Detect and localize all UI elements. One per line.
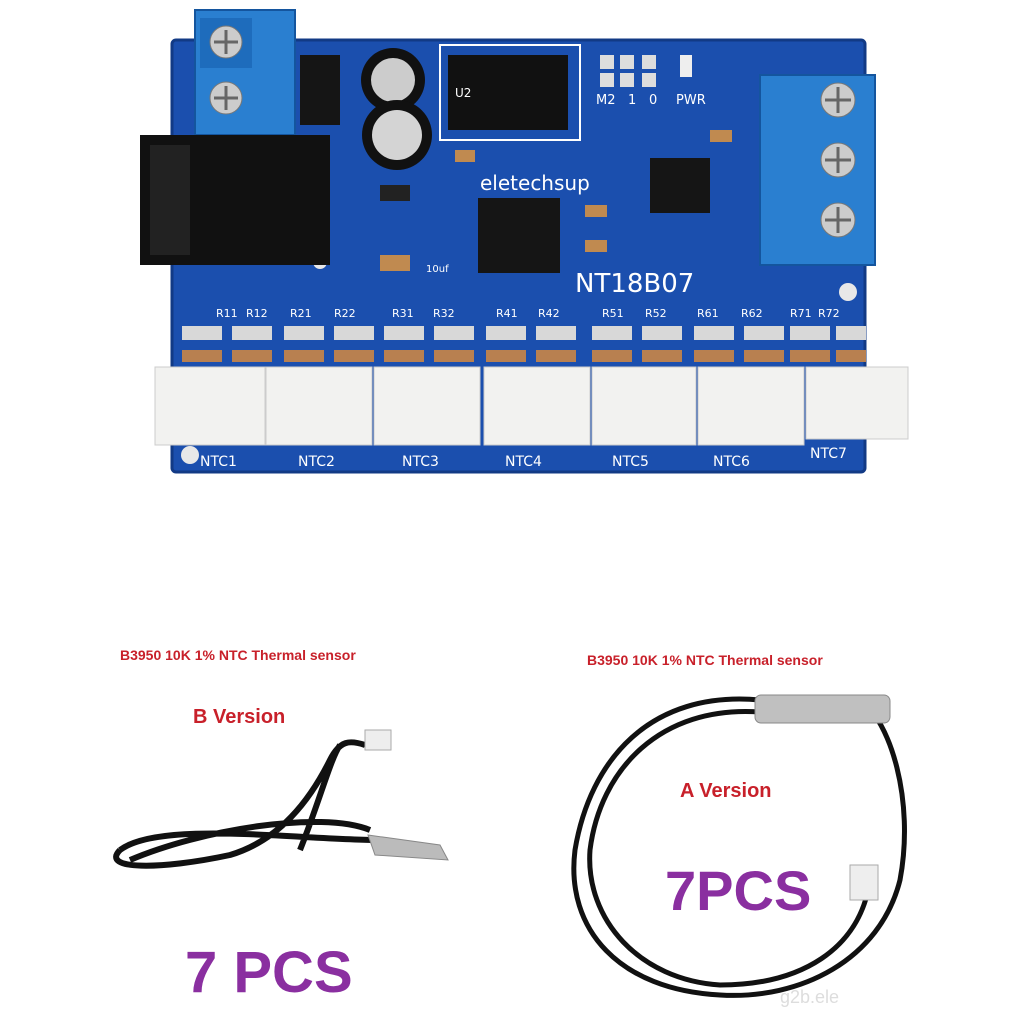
- svg-text:R22: R22: [334, 307, 356, 320]
- model-silkscreen: NT18B07: [575, 269, 694, 299]
- svg-text:NTC4: NTC4: [505, 454, 542, 470]
- pwr-led-label: PWR: [676, 93, 706, 108]
- svg-text:R21: R21: [290, 307, 312, 320]
- b-version-label: B Version: [193, 706, 285, 728]
- svg-text:R61: R61: [697, 307, 719, 320]
- voltage-regulator: U2: [439, 44, 581, 141]
- mount-hole: [839, 283, 857, 301]
- jumper-pads: M2 1 0 PWR: [596, 55, 706, 108]
- svg-text:10uf: 10uf: [426, 264, 449, 275]
- svg-text:R51: R51: [602, 307, 624, 320]
- svg-text:NTC6: NTC6: [713, 454, 750, 470]
- watermark: g2b.ele: [780, 987, 839, 1007]
- svg-text:NTC1: NTC1: [200, 454, 237, 470]
- svg-text:R31: R31: [392, 307, 414, 320]
- pcb-board: U2 M2 1 0 PWR eletechsup NT18B07 10uf: [140, 9, 909, 474]
- a-version-label: A Version: [680, 780, 772, 802]
- svg-text:R52: R52: [645, 307, 667, 320]
- left-quantity: 7 PCS: [185, 940, 353, 1005]
- ntc-connectors: NTC1 NTC2 NTC3 NTC4 NTC5 NTC6 NTC7: [154, 366, 909, 470]
- svg-text:R41: R41: [496, 307, 518, 320]
- mount-hole: [181, 446, 199, 464]
- resistor-row: R11 R12 R21 R22 R31 R32 R41 R42 R51 R52 …: [182, 307, 866, 362]
- svg-text:R42: R42: [538, 307, 560, 320]
- svg-text:R71: R71: [790, 307, 812, 320]
- svg-text:0: 0: [649, 93, 657, 108]
- svg-text:NTC7: NTC7: [810, 446, 847, 462]
- a-version-sensor: B3950 10K 1% NTC Thermal sensor A Versio…: [571, 652, 907, 998]
- power-terminal-block: [194, 9, 296, 136]
- svg-text:R62: R62: [741, 307, 763, 320]
- rs485-ic: [650, 158, 710, 213]
- b-sensor-probe: [367, 834, 449, 861]
- svg-text:R12: R12: [246, 307, 268, 320]
- right-quantity: 7PCS: [665, 859, 811, 922]
- b-version-sensor: B3950 10K 1% NTC Thermal sensor B Versio…: [113, 647, 449, 1005]
- main-ic: [478, 198, 560, 273]
- capacitors: [361, 48, 432, 170]
- svg-text:R11: R11: [216, 307, 238, 320]
- b-sensor-plug: [364, 729, 392, 751]
- svg-text:NTC2: NTC2: [298, 454, 335, 470]
- svg-text:U2: U2: [455, 86, 471, 100]
- svg-text:NTC5: NTC5: [612, 454, 649, 470]
- svg-text:M2: M2: [596, 93, 616, 108]
- svg-text:R32: R32: [433, 307, 455, 320]
- svg-text:NTC3: NTC3: [402, 454, 439, 470]
- left-spec-label: B3950 10K 1% NTC Thermal sensor: [120, 647, 356, 663]
- brand-silkscreen: eletechsup: [480, 171, 590, 195]
- right-spec-label: B3950 10K 1% NTC Thermal sensor: [587, 652, 823, 668]
- svg-text:R72: R72: [818, 307, 840, 320]
- a-sensor-probe: [754, 694, 891, 724]
- a-sensor-plug: [849, 864, 879, 901]
- sensor-terminal-block: [759, 74, 876, 266]
- svg-text:1: 1: [628, 93, 636, 108]
